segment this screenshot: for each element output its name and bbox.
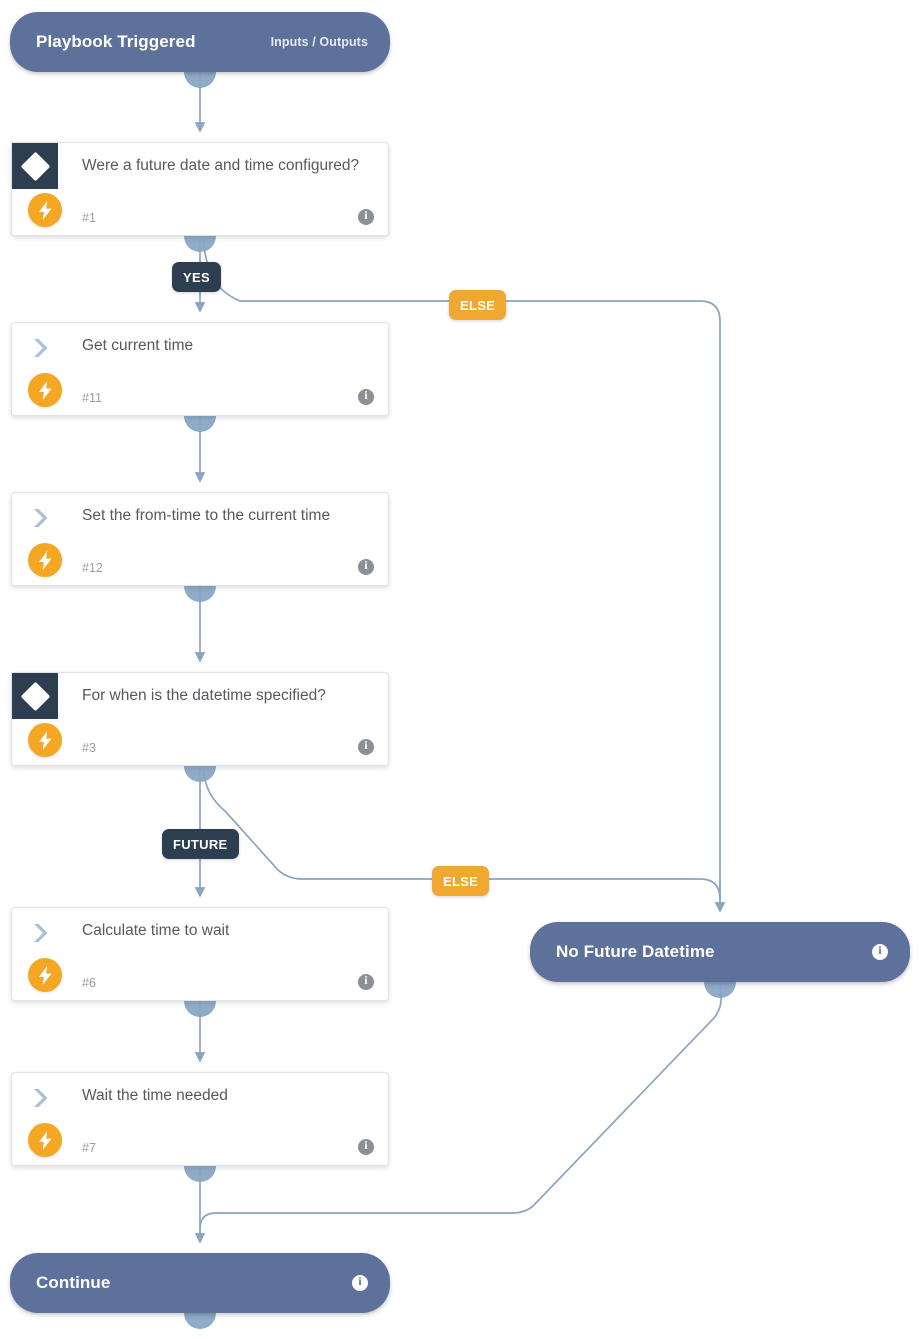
decision-icon-box <box>12 673 58 719</box>
chevron-glyph <box>34 924 48 942</box>
step-title: Wait the time needed <box>82 1087 228 1104</box>
bolt-glyph <box>38 730 52 750</box>
info-icon[interactable]: i <box>352 1275 368 1291</box>
step-title: Were a future date and time configured? <box>82 157 360 174</box>
step-title: Calculate time to wait <box>82 922 230 939</box>
bolt-glyph <box>38 1130 52 1150</box>
step-number: #11 <box>82 391 102 405</box>
step-card-3[interactable]: For when is the datetime specified? #3 i <box>11 672 389 766</box>
info-icon[interactable]: i <box>358 559 374 575</box>
lightning-bolt-icon <box>28 543 62 577</box>
chevron-glyph <box>34 339 48 357</box>
terminal-node-no-future-datetime[interactable]: No Future Datetime i <box>530 922 910 982</box>
step-card-1[interactable]: Were a future date and time configured? … <box>11 142 389 236</box>
step-title: Get current time <box>82 337 194 354</box>
inputs-outputs-label: Inputs / Outputs <box>270 35 368 49</box>
terminal-node-playbook-triggered[interactable]: Playbook Triggered Inputs / Outputs <box>10 12 390 72</box>
step-card-11[interactable]: Get current time #11 i <box>11 322 389 416</box>
step-card-12[interactable]: Set the from-time to the current time #1… <box>11 492 389 586</box>
branch-label-text: ELSE <box>443 873 479 889</box>
branch-label-else-3[interactable]: ELSE <box>432 866 490 896</box>
branch-label-text: ELSE <box>460 297 496 313</box>
chevron-right-icon <box>28 505 56 531</box>
terminal-node-continue[interactable]: Continue i <box>10 1253 390 1313</box>
lightning-bolt-icon <box>28 723 62 757</box>
diamond-icon <box>20 681 50 711</box>
diamond-icon <box>20 151 50 181</box>
step-title: Set the from-time to the current time <box>82 507 331 524</box>
chevron-right-icon <box>28 920 56 946</box>
bolt-glyph <box>38 550 52 570</box>
info-icon[interactable]: i <box>358 209 374 225</box>
terminal-title: Continue <box>36 1273 111 1292</box>
step-number: #6 <box>82 976 96 990</box>
bolt-glyph <box>38 380 52 400</box>
chevron-glyph <box>34 509 48 527</box>
step-card-7[interactable]: Wait the time needed #7 i <box>11 1072 389 1166</box>
branch-label-yes[interactable]: YES <box>172 262 221 292</box>
step-number: #7 <box>82 1141 96 1155</box>
step-number: #12 <box>82 561 103 575</box>
bolt-glyph <box>38 200 52 220</box>
lightning-bolt-icon <box>28 958 62 992</box>
info-icon[interactable]: i <box>872 944 888 960</box>
branch-label-future[interactable]: FUTURE <box>162 829 239 859</box>
lightning-bolt-icon <box>28 1123 62 1157</box>
info-icon[interactable]: i <box>358 1139 374 1155</box>
step-card-6[interactable]: Calculate time to wait #6 i <box>11 907 389 1001</box>
branch-label-text: FUTURE <box>173 836 228 852</box>
info-icon[interactable]: i <box>358 974 374 990</box>
chevron-right-icon <box>28 1085 56 1111</box>
info-icon[interactable]: i <box>358 389 374 405</box>
step-number: #1 <box>82 211 96 225</box>
chevron-glyph <box>34 1089 48 1107</box>
branch-label-text: YES <box>183 269 210 285</box>
lightning-bolt-icon <box>28 373 62 407</box>
decision-icon-box <box>12 143 58 189</box>
step-title: For when is the datetime specified? <box>82 687 326 704</box>
info-icon[interactable]: i <box>358 739 374 755</box>
terminal-title: No Future Datetime <box>556 942 715 961</box>
lightning-bolt-icon <box>28 193 62 227</box>
chevron-right-icon <box>28 335 56 361</box>
bolt-glyph <box>38 965 52 985</box>
terminal-title: Playbook Triggered <box>36 32 196 51</box>
step-number: #3 <box>82 741 96 755</box>
branch-label-else-1[interactable]: ELSE <box>449 290 507 320</box>
continue-bottom-stub <box>184 1313 216 1329</box>
